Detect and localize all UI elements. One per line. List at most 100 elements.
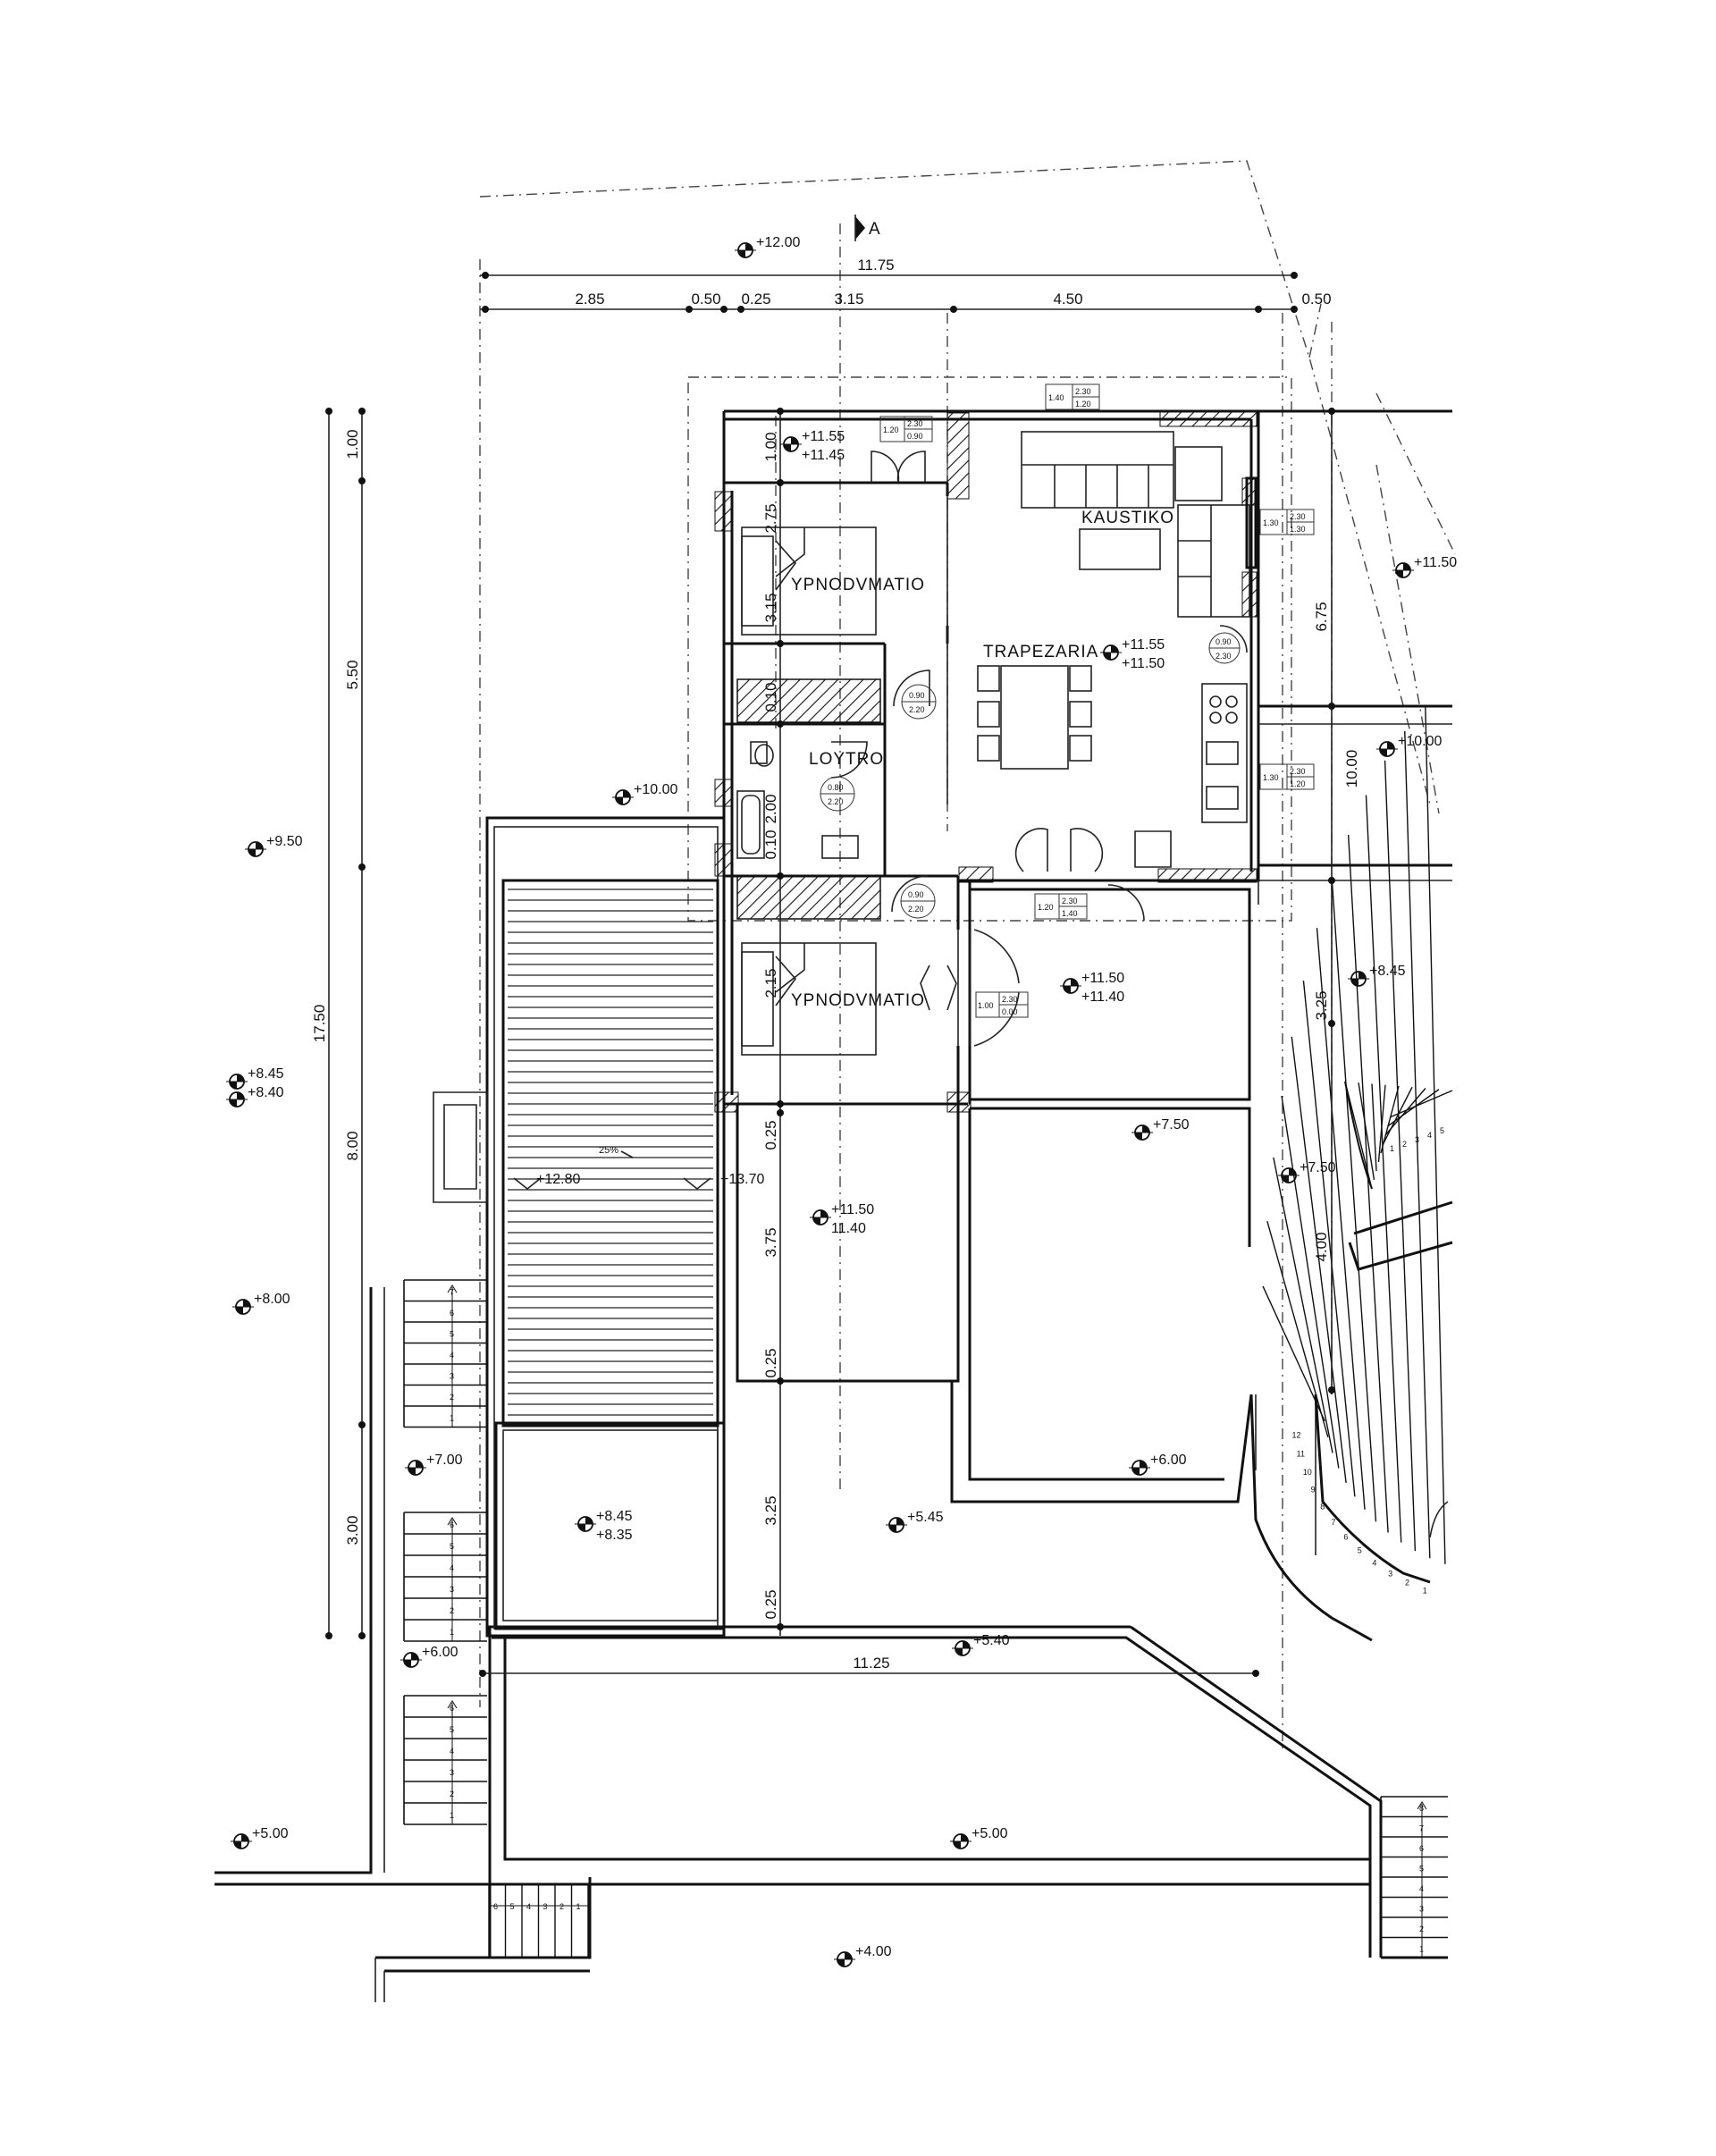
- dim-inner-5: 2.00: [762, 794, 779, 823]
- room-bedroom-1: YPNODVMATIO: [791, 576, 925, 594]
- stair-arrow-head: [447, 1284, 458, 1293]
- level-5-45: +5.45: [907, 1510, 944, 1525]
- dim-inner-8: 0.25: [762, 1120, 779, 1150]
- stair-step-number: 10: [1303, 1468, 1312, 1477]
- stair-tread: [1365, 795, 1402, 1543]
- tag-o1-b: 2.30: [1075, 387, 1091, 396]
- tag-o9-b: 2.30: [1062, 897, 1078, 905]
- level-8-45-left: +8.45: [248, 1066, 284, 1082]
- tag-o4-a: 0.90: [1216, 637, 1232, 646]
- tag-o6-a: 1.30: [1263, 773, 1279, 782]
- dim-top-2: 0.50: [691, 291, 720, 307]
- tag-o2-a: 1.20: [883, 425, 899, 434]
- stair-tread: [1371, 1083, 1377, 1172]
- level-6-00b: +6.00: [422, 1645, 458, 1660]
- dim-inner-3: 3.15: [762, 593, 779, 622]
- level-8-00: +8.00: [254, 1292, 290, 1307]
- level-12-00: +12.00: [756, 235, 800, 250]
- doors: [830, 451, 1248, 1047]
- level-7-50a: +7.50: [1153, 1117, 1190, 1133]
- tag-o7-a: 0.80: [828, 783, 844, 792]
- room-dining: TRAPEZARIA: [983, 643, 1098, 661]
- stair-tread: [1404, 730, 1431, 1559]
- stair-tread: [1302, 981, 1356, 1497]
- level-8-40: +8.40: [248, 1085, 284, 1100]
- level-10-00-right: +10.00: [1398, 734, 1442, 749]
- level-10-00-left: +10.00: [634, 782, 677, 797]
- tag-o3-c: 1.30: [1290, 525, 1306, 534]
- ramp-deck: 25%: [433, 816, 726, 1638]
- stair-step-number: 3: [543, 1902, 548, 1911]
- tag-o8-b: 2.20: [908, 905, 924, 914]
- tag-o6-c: 1.20: [1290, 779, 1306, 788]
- right-dimensions: 6.75 10.00 3.25 4.00: [1313, 408, 1360, 1394]
- stair-tread: [1262, 1285, 1325, 1422]
- left-dimensions: 1.00 5.50 17.50 8.00 3.00: [311, 408, 366, 1639]
- stair-tread: [1389, 1090, 1453, 1118]
- stair-step-number: 1: [576, 1902, 581, 1911]
- stair-step-number: 5: [1440, 1126, 1444, 1135]
- dim-top-3: 0.25: [741, 291, 770, 307]
- dim-right-2: 3.25: [1313, 990, 1330, 1020]
- level-5-00-mid: +5.00: [972, 1826, 1008, 1841]
- tag-o8-a: 0.90: [908, 890, 924, 899]
- level-markers: +12.00 +11.55 +11.45 +11.55 +11.50 +11.5…: [225, 235, 1457, 1967]
- section-marker: A: [869, 220, 881, 239]
- level-11-40b: 11.40: [831, 1221, 866, 1236]
- stair-arrow-head: [447, 1517, 458, 1526]
- ramp-slope-label: 25%: [599, 1145, 618, 1156]
- dim-top-total: 11.75: [857, 257, 894, 274]
- dim-left-3: 8.00: [344, 1131, 361, 1160]
- dim-left-4: 3.00: [344, 1515, 361, 1545]
- stair-step-number: 11: [1297, 1450, 1305, 1459]
- tag-o5-b: 2.20: [909, 705, 925, 714]
- level-9-50: +9.50: [266, 834, 303, 849]
- level-4-00: +4.00: [855, 1944, 892, 1959]
- stair-arrow-head: [447, 1700, 458, 1709]
- stair-step-number: 2: [1405, 1579, 1409, 1588]
- stair-step-number: 8: [1320, 1502, 1325, 1511]
- tag-o1-c: 1.20: [1075, 400, 1091, 408]
- stair-tread: [1425, 707, 1446, 1564]
- dim-inner-2: 2.75: [762, 503, 779, 533]
- level-11-55b: +11.55: [1122, 637, 1165, 653]
- stair-step-number: 6: [493, 1902, 498, 1911]
- stair-step-number: 1: [1423, 1586, 1427, 1595]
- tag-o1-a: 1.40: [1048, 393, 1064, 402]
- dim-inner-6: 0.10: [762, 830, 779, 859]
- dim-inner-4: 0.10: [762, 682, 779, 712]
- stair-step-number: 9: [1311, 1486, 1316, 1495]
- tag-o10-a: 1.00: [978, 1001, 994, 1010]
- terraces: [214, 888, 1448, 2002]
- stair-tread: [1358, 1082, 1375, 1181]
- tag-o4-b: 2.30: [1216, 652, 1232, 661]
- ramp-slats: [508, 889, 713, 1416]
- stair-step-number: 7: [1332, 1518, 1336, 1527]
- level-6-00a: +6.00: [1150, 1453, 1187, 1468]
- dim-inner-12: 0.25: [762, 1589, 779, 1619]
- stair-tread: [1316, 928, 1366, 1510]
- inner-dimensions: 1.00 2.75 3.15 0.10 2.00 0.10 2.15 0.25 …: [762, 408, 784, 1636]
- opening-tags: 1.40 2.30 1.20 1.20 2.30 0.90 1.30 2.30 …: [820, 383, 1315, 1018]
- level-7-00: +7.00: [426, 1453, 463, 1468]
- room-living: KAUSTIKO: [1081, 509, 1174, 527]
- dim-left-total: 17.50: [311, 1005, 328, 1043]
- level-8-35: +8.35: [596, 1528, 633, 1543]
- stair-step-number: 4: [1427, 1131, 1432, 1140]
- level-12-80: +12.80: [536, 1172, 580, 1187]
- stair-tread: [1382, 1086, 1413, 1145]
- tag-o3-a: 1.30: [1263, 518, 1279, 527]
- level-11-55a: +11.55: [802, 429, 845, 444]
- stair-tread: [1281, 1095, 1340, 1469]
- level-8-45-right: +8.45: [1369, 964, 1406, 979]
- stair-arrow-head: [1417, 1801, 1427, 1810]
- tag-o7-b: 2.20: [828, 797, 844, 806]
- stair-step-number: 5: [510, 1902, 515, 1911]
- level-11-50c: +11.50: [831, 1202, 874, 1217]
- stair-step-number: 2: [1402, 1140, 1407, 1149]
